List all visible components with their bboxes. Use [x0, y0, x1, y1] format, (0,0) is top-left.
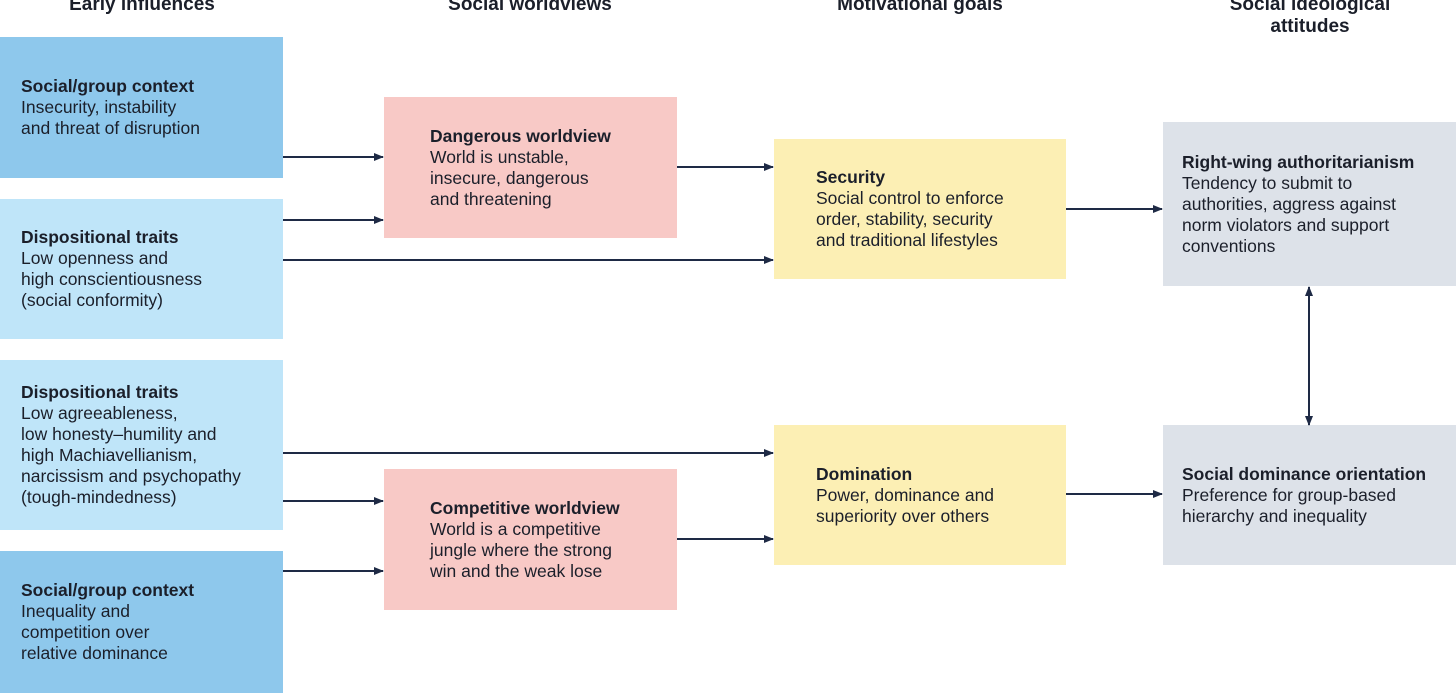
box-title: Competitive worldview — [430, 497, 620, 518]
right-wing-authoritarianism-box: Right-wing authoritarianism Tendency to … — [1163, 122, 1456, 286]
box-title: Security — [816, 167, 886, 187]
header-social-ideological-attitudes: Social ideological attitudes — [1229, 0, 1391, 37]
header-early-influences: Early influences — [69, 0, 215, 15]
box-body: World is a competitive jungle where the … — [430, 518, 612, 581]
domination-goal-box: Domination Power, dominance and superior… — [774, 425, 1066, 565]
header-motivational-goals: Motivational goals — [837, 0, 1003, 15]
social-context-insecurity-box: Social/group context Insecurity, instabi… — [0, 37, 283, 178]
box-body: Low agreeableness, low honesty–humility … — [21, 403, 241, 507]
box-title: Domination — [816, 463, 913, 484]
competitive-worldview-box: Competitive worldview World is a competi… — [384, 469, 677, 610]
box-title: Social dominance orientation — [1182, 463, 1427, 484]
box-title: Dispositional traits — [21, 382, 179, 402]
header-social-worldviews: Social worldviews — [448, 0, 612, 15]
social-context-inequality-box: Social/group context Inequality and comp… — [0, 551, 283, 693]
box-body: Social control to enforce order, stabili… — [816, 188, 1004, 250]
dispositional-traits-tough-mindedness-box: Dispositional traits Low agreeableness, … — [0, 360, 283, 530]
box-body: Tendency to submit to authorities, aggre… — [1182, 172, 1397, 256]
dispositional-traits-conformity-box: Dispositional traits Low openness and hi… — [0, 199, 283, 339]
box-title: Dispositional traits — [21, 227, 179, 247]
box-body: Power, dominance and superiority over ot… — [816, 484, 995, 526]
box-body: World is unstable, insecure, dangerous a… — [430, 146, 589, 209]
box-title: Social/group context — [21, 76, 195, 96]
box-title: Right-wing authoritarianism — [1182, 151, 1415, 172]
dangerous-worldview-box: Dangerous worldview World is unstable, i… — [384, 97, 677, 238]
box-body: Low openness and high conscientiousness … — [21, 248, 202, 310]
box-title: Dangerous worldview — [430, 125, 611, 146]
box-body: Insecurity, instability and threat of di… — [21, 97, 201, 138]
security-goal-box: Security Social control to enforce order… — [774, 139, 1066, 279]
box-body: Inequality and competition over relative… — [21, 601, 168, 663]
social-dominance-orientation-box: Social dominance orientation Preference … — [1163, 425, 1456, 565]
box-body: Preference for group-based hierarchy and… — [1182, 484, 1397, 526]
box-title: Social/group context — [21, 580, 195, 600]
